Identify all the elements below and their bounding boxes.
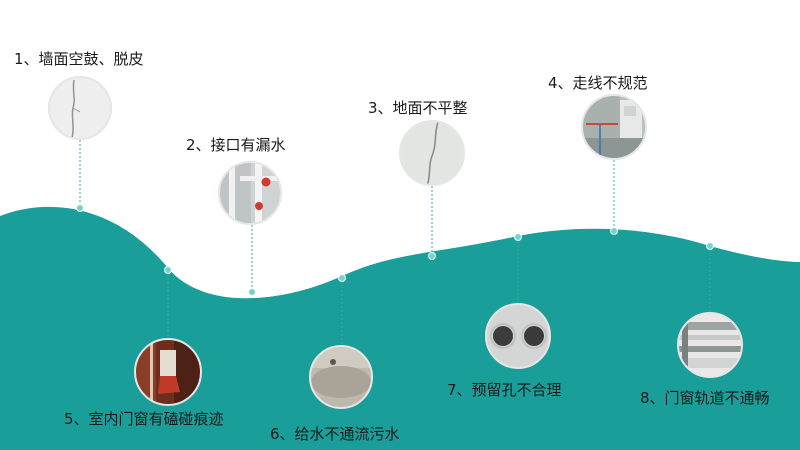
issue-label-6: 6、给水不通流污水 xyxy=(270,425,400,443)
wiring-photo-icon xyxy=(581,94,647,160)
wave-dot-5 xyxy=(164,266,172,274)
wave-dot-8 xyxy=(706,242,714,250)
issue-label-5: 5、室内门窗有磕碰痕迹 xyxy=(64,410,224,428)
issue-label-4: 4、走线不规范 xyxy=(548,74,648,92)
wave-dot-3 xyxy=(428,252,436,260)
wave-dot-4 xyxy=(610,227,618,235)
wave-dot-6 xyxy=(338,274,346,282)
wave-dot-7 xyxy=(514,233,522,241)
wall-crack-photo-icon xyxy=(48,76,112,140)
issue-label-2: 2、接口有漏水 xyxy=(186,136,286,154)
wave-dot-1 xyxy=(76,204,84,212)
window-track-photo-icon xyxy=(677,312,743,378)
issue-label-7: 7、预留孔不合理 xyxy=(447,381,562,399)
floor-crack-photo-icon xyxy=(399,120,465,186)
drain-photo-icon xyxy=(309,345,373,409)
wave-dot-2 xyxy=(248,288,256,296)
pipe-joint-photo-icon xyxy=(218,161,282,225)
issue-label-3: 3、地面不平整 xyxy=(368,99,468,117)
issue-label-8: 8、门窗轨道不通畅 xyxy=(640,389,770,407)
wave-band xyxy=(0,206,800,450)
issue-label-1: 1、墙面空鼓、脱皮 xyxy=(14,50,144,68)
wall-holes-photo-icon xyxy=(485,303,551,369)
